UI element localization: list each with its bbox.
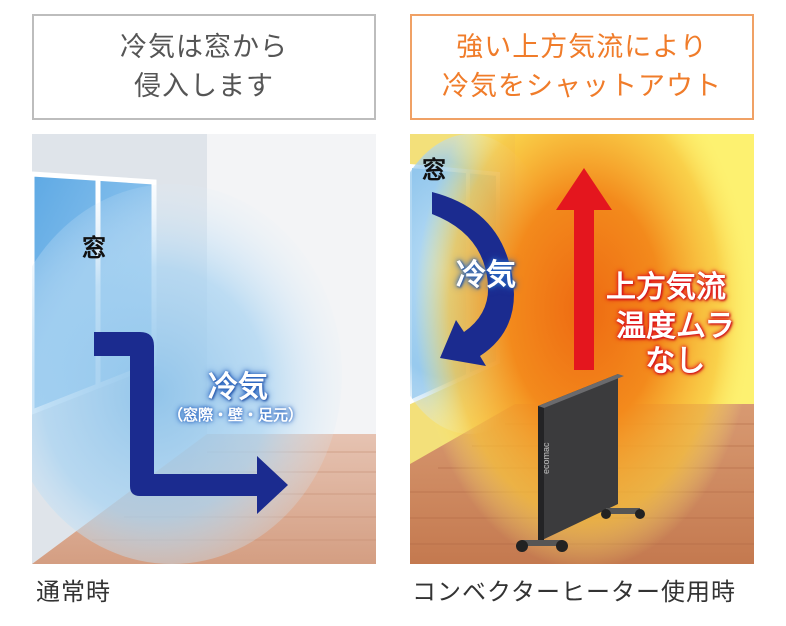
cold-air-label: 冷気 xyxy=(208,370,268,405)
heater-caption: コンベクターヒーター使用時 xyxy=(412,578,737,606)
left-header-text: 冷気は窓から 侵入します xyxy=(120,31,288,102)
cold-air-arrow xyxy=(94,332,288,514)
no-temp-variation-label: 温度ムラ なし xyxy=(616,309,735,379)
normal-room-svg xyxy=(32,134,376,564)
convector-heater xyxy=(516,374,645,552)
heater-room-illustration: ecomac 窓 冷気 上方気流 温度ムラ なし xyxy=(410,134,754,564)
deflected-cold-arrow xyxy=(432,192,514,366)
window-label: 窓 xyxy=(422,156,446,184)
updraft-arrow xyxy=(556,168,612,370)
window-label: 窓 xyxy=(82,234,106,262)
right-header-box: 強い上方気流により 冷気をシャットアウト xyxy=(410,14,754,120)
left-header-box: 冷気は窓から 侵入します xyxy=(32,14,376,120)
updraft-label: 上方気流 xyxy=(606,270,726,305)
cold-air-sub-label: （窓際・壁・足元） xyxy=(168,406,304,424)
heater-room-svg: ecomac xyxy=(410,134,754,564)
heater-brand-text: ecomac xyxy=(541,442,551,474)
cold-air-label: 冷気 xyxy=(456,258,516,293)
normal-caption: 通常時 xyxy=(36,578,111,606)
normal-room-illustration: 窓 冷気 （窓際・壁・足元） xyxy=(32,134,376,564)
right-header-text: 強い上方気流により 冷気をシャットアウト xyxy=(442,31,722,102)
